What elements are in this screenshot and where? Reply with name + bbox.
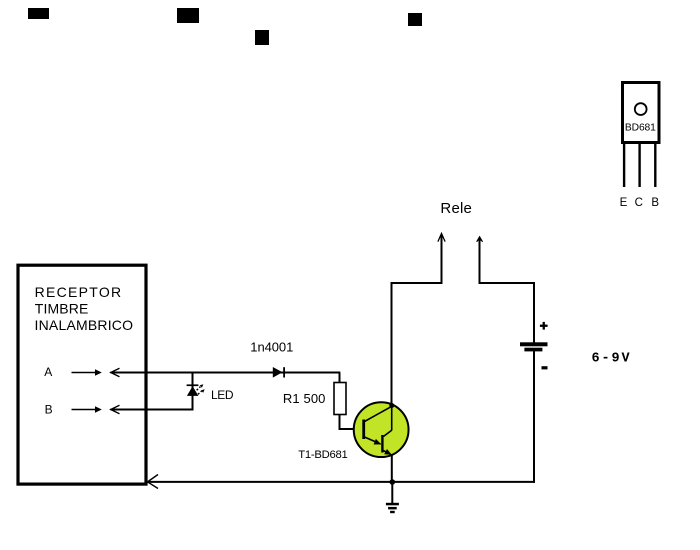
- svg-text:INALAMBRICO: INALAMBRICO: [35, 317, 134, 333]
- svg-text:T1-BD681: T1-BD681: [298, 449, 348, 461]
- svg-text:Rele: Rele: [440, 200, 472, 217]
- svg-text:BD681: BD681: [625, 123, 656, 134]
- svg-text:E: E: [620, 197, 628, 209]
- svg-text:TIMBRE: TIMBRE: [35, 300, 89, 316]
- svg-text:A: A: [44, 365, 52, 379]
- svg-text:LED: LED: [211, 388, 234, 402]
- svg-text:B: B: [651, 197, 659, 209]
- svg-text:6-9V: 6-9V: [592, 351, 632, 366]
- svg-text:1n4001: 1n4001: [250, 340, 293, 355]
- svg-text:B: B: [45, 403, 53, 417]
- svg-text:C: C: [635, 197, 643, 209]
- svg-text:R1 500: R1 500: [283, 391, 326, 406]
- svg-text:RECEPTOR: RECEPTOR: [35, 284, 122, 300]
